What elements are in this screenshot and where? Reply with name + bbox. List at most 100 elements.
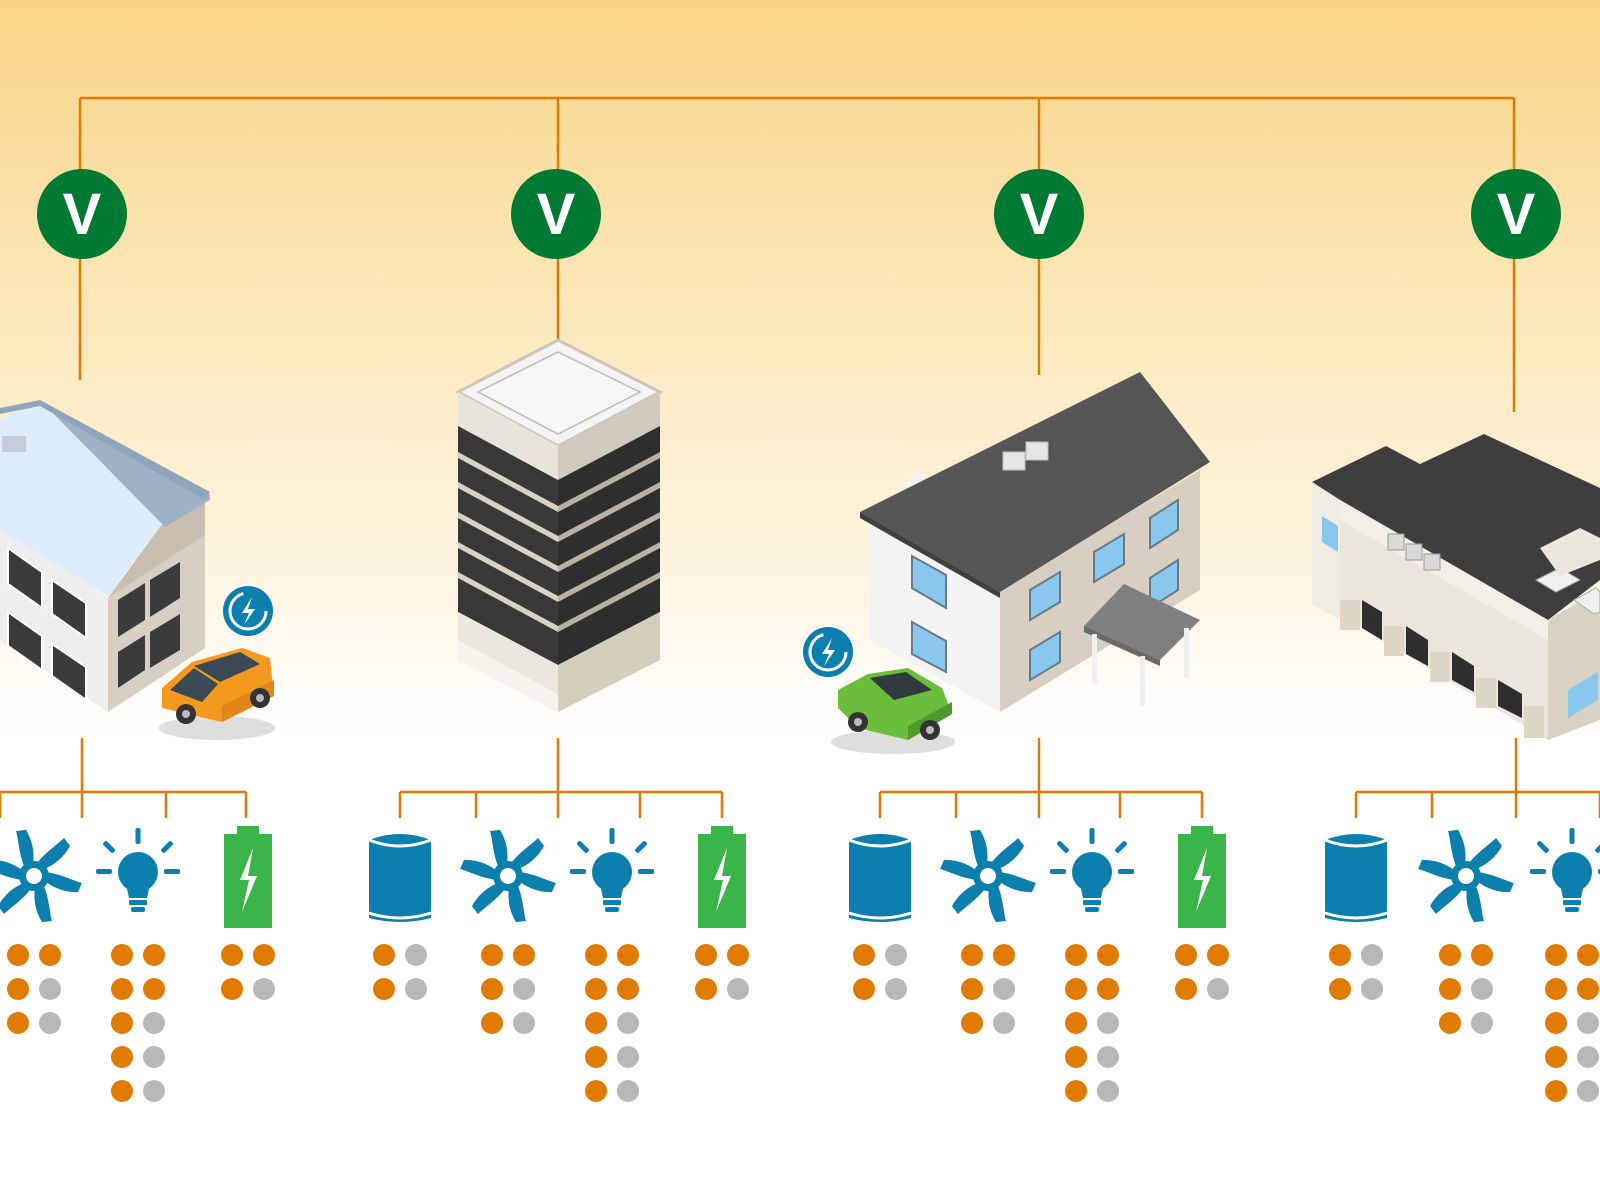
ev-charger-icon — [801, 625, 855, 679]
status-dot-on — [1097, 944, 1119, 966]
status-dot-on — [481, 944, 503, 966]
meter-label: V — [1020, 182, 1059, 247]
ev-charger-icon — [221, 584, 275, 638]
status-dot-off — [253, 978, 275, 1000]
status-dot-off — [143, 1046, 165, 1068]
status-dot-on — [1175, 944, 1197, 966]
status-dot-on — [1439, 944, 1461, 966]
status-dot-on — [221, 978, 243, 1000]
meter-4: V — [1471, 169, 1561, 259]
status-dot-on — [961, 944, 983, 966]
status-dot-on — [585, 1080, 607, 1102]
device-water-heater-3 — [847, 832, 913, 1000]
ev-car-green — [831, 668, 955, 754]
status-dot-on — [853, 944, 875, 966]
meter-label: V — [537, 182, 576, 247]
device-lightbulb-3 — [1050, 828, 1134, 1102]
building-flat-roof — [1312, 434, 1600, 740]
device-battery-1 — [221, 826, 275, 1000]
status-dot-off — [143, 1012, 165, 1034]
meter-2: V — [511, 169, 601, 259]
status-dot-off — [513, 1012, 535, 1034]
status-dot-off — [1577, 1012, 1599, 1034]
status-dot-off — [405, 944, 427, 966]
building-office-tower — [454, 338, 664, 712]
fan-icon — [937, 825, 1039, 927]
status-dot-on — [111, 1012, 133, 1034]
lightbulb-icon — [1050, 828, 1134, 912]
device-fan-1 — [0, 825, 85, 1034]
status-dot-on — [1545, 1012, 1567, 1034]
status-dot-on — [7, 944, 29, 966]
status-dot-on — [373, 978, 395, 1000]
status-dot-on — [1439, 1012, 1461, 1034]
status-dot-on — [1329, 978, 1351, 1000]
status-dot-on — [585, 978, 607, 1000]
status-dot-on — [111, 978, 133, 1000]
status-dot-on — [1471, 944, 1493, 966]
device-fan-2 — [457, 825, 559, 1034]
status-dot-on — [961, 978, 983, 1000]
status-dot-on — [585, 944, 607, 966]
status-dot-on — [1439, 978, 1461, 1000]
status-dot-on — [513, 944, 535, 966]
status-dot-off — [1361, 944, 1383, 966]
water-heater-icon — [847, 832, 913, 924]
status-dot-on — [617, 978, 639, 1000]
status-dot-off — [143, 1080, 165, 1102]
status-dot-on — [1545, 1046, 1567, 1068]
water-heater-icon — [1323, 832, 1389, 924]
status-dot-on — [1065, 944, 1087, 966]
building-house-3 — [860, 372, 1210, 712]
status-dot-on — [143, 944, 165, 966]
status-dot-on — [695, 944, 717, 966]
status-dot-off — [39, 1012, 61, 1034]
status-dot-off — [1471, 1012, 1493, 1034]
status-dot-on — [373, 944, 395, 966]
status-dot-off — [1361, 978, 1383, 1000]
branch-wires — [0, 738, 1600, 818]
status-dot-off — [1577, 1080, 1599, 1102]
building-house-1 — [0, 400, 210, 712]
lightbulb-icon — [1530, 828, 1600, 912]
status-dot-off — [885, 978, 907, 1000]
fan-icon — [1415, 825, 1517, 927]
battery-icon — [1178, 826, 1226, 928]
device-fan-4 — [1415, 825, 1517, 1034]
status-dot-on — [993, 944, 1015, 966]
status-dot-on — [695, 978, 717, 1000]
status-dot-on — [727, 944, 749, 966]
status-dot-off — [1207, 978, 1229, 1000]
status-dot-on — [585, 1012, 607, 1034]
status-dot-on — [111, 1046, 133, 1068]
water-heater-icon — [367, 832, 433, 924]
fan-icon — [0, 825, 85, 927]
status-dot-on — [1175, 978, 1197, 1000]
device-battery-3 — [1175, 826, 1229, 1000]
status-dot-on — [481, 1012, 503, 1034]
status-dot-on — [1545, 978, 1567, 1000]
status-dot-off — [39, 978, 61, 1000]
device-lightbulb-1 — [96, 828, 180, 1102]
battery-icon — [698, 826, 746, 928]
battery-icon — [224, 826, 272, 928]
status-dot-off — [1471, 978, 1493, 1000]
status-dot-on — [481, 978, 503, 1000]
status-dot-on — [1577, 978, 1599, 1000]
fan-icon — [457, 825, 559, 927]
status-dot-on — [853, 978, 875, 1000]
lightbulb-icon — [96, 828, 180, 912]
meter-label: V — [1497, 182, 1536, 247]
status-dot-off — [617, 1080, 639, 1102]
status-dot-on — [253, 944, 275, 966]
status-dot-on — [39, 944, 61, 966]
status-dot-off — [993, 1012, 1015, 1034]
devices-layer — [0, 825, 1600, 1102]
top-bus — [78, 96, 1516, 412]
status-dot-on — [1065, 1080, 1087, 1102]
status-dot-on — [585, 1046, 607, 1068]
status-dot-on — [1065, 1046, 1087, 1068]
status-dot-off — [1097, 1080, 1119, 1102]
